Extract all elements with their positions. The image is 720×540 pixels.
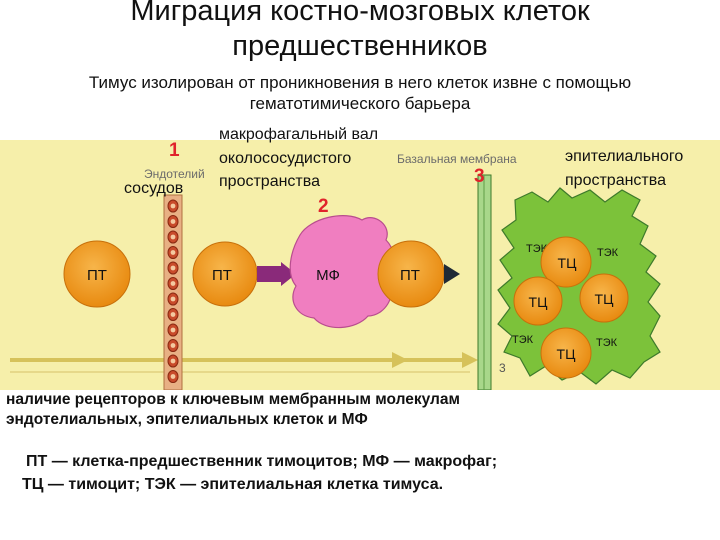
epithelial-label: эпителиального xyxy=(565,148,684,165)
thymocyte-2-label: ТЦ xyxy=(529,294,549,310)
title-line-1: Миграция костно-мозговых клеток xyxy=(130,0,590,27)
page-title: Миграция костно-мозговых клеток предшест… xyxy=(0,0,720,64)
endothelial-nucleus xyxy=(170,203,176,209)
endothelial-nucleus xyxy=(170,358,176,364)
endothelium-column xyxy=(163,194,183,390)
marker-3: 3 xyxy=(474,166,485,187)
thymocyte-3: ТЦ xyxy=(579,273,629,323)
tek-label-3: ТЭК xyxy=(512,334,534,346)
macrophage: МФ xyxy=(289,215,395,329)
basal-membrane-label: Базальная мембрана xyxy=(397,152,517,166)
migration-diagram: ПТ ПТ МФ ПТ ТЭК ТЭК ТЭК ТЭК ТЦ ТЦ xyxy=(0,140,720,390)
title-line-2: предшественников xyxy=(232,30,488,62)
endothelial-nucleus xyxy=(170,234,176,240)
thymocyte-4: ТЦ xyxy=(540,327,592,379)
epithelial-space-label: пространства xyxy=(565,172,666,189)
pt-cell-perivascular-label: ПТ xyxy=(212,267,232,284)
thymocyte-1: ТЦ xyxy=(540,236,592,288)
pt-cell-barrier-label: ПТ xyxy=(400,267,420,284)
subtitle: Тимус изолирован от проникновения в него… xyxy=(88,73,632,113)
legend: ПТ — клетка-предшественник тимоцитов; МФ… xyxy=(22,450,498,496)
receptor-caption: наличие рецепторов к ключевым мембранным… xyxy=(6,390,460,430)
macrophage-label: МФ xyxy=(316,267,340,284)
endothelial-nucleus xyxy=(170,219,176,224)
vessels-label: сосудов xyxy=(124,180,184,197)
tek-label-1: ТЭК xyxy=(526,243,548,255)
endothelial-nucleus xyxy=(170,281,176,286)
macrophage-wall-label: макрофагальный вал xyxy=(219,126,379,143)
endothelial-nucleus xyxy=(170,265,176,271)
receptor-pt-mf xyxy=(257,262,296,286)
legend-line-1: ПТ — клетка-предшественник тимоцитов; МФ… xyxy=(26,453,498,470)
caption-line-1: наличие рецепторов к ключевым мембранным… xyxy=(6,391,460,408)
perivascular-space-label: пространства xyxy=(219,173,320,190)
thymocyte-2: ТЦ xyxy=(513,276,563,326)
endothelial-nucleus xyxy=(170,374,176,379)
basal-membrane xyxy=(477,174,492,390)
endothelial-nucleus xyxy=(170,327,176,333)
marker-1: 1 xyxy=(169,140,180,161)
tek-label-2: ТЭК xyxy=(597,247,619,259)
endothelial-nucleus xyxy=(170,250,176,255)
pt-cell-vessel-label: ПТ xyxy=(87,267,107,284)
marker-2: 2 xyxy=(318,196,329,217)
endothelial-nucleus xyxy=(170,343,176,348)
thymocyte-4-label: ТЦ xyxy=(557,346,577,362)
endothelial-nucleus xyxy=(170,296,176,302)
endothelial-nucleus xyxy=(170,312,176,317)
pt-cell-perivascular: ПТ xyxy=(192,241,258,307)
caption-line-2: эндотелиальных, эпителиальных клеток и М… xyxy=(6,411,368,428)
pt-cell-barrier: ПТ xyxy=(377,240,460,308)
epithelial-network: ТЭК ТЭК ТЭК ТЭК xyxy=(497,187,661,385)
marker-3-small: 3 xyxy=(499,361,506,375)
perivascular-label: околососудистого xyxy=(219,150,352,167)
thymocyte-3-label: ТЦ xyxy=(595,291,615,307)
thymocyte-1-label: ТЦ xyxy=(558,255,578,271)
legend-line-2: ТЦ — тимоцит; ТЭК — эпителиальная клетка… xyxy=(22,476,444,493)
tek-label-4: ТЭК xyxy=(596,337,618,349)
endothelium-label: Эндотелий xyxy=(144,167,205,181)
pt-cell-vessel: ПТ xyxy=(63,240,131,308)
